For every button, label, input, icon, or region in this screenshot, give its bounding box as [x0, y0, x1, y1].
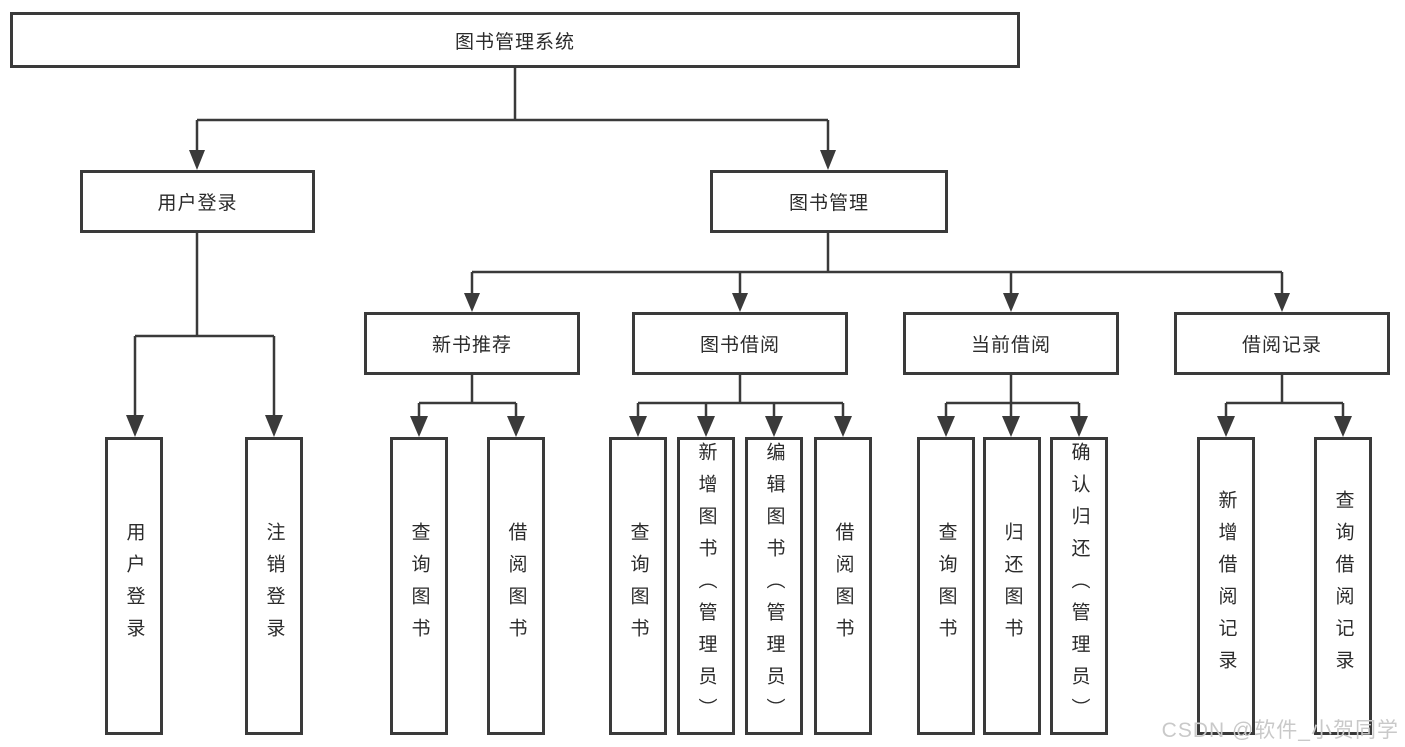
leaf-confirm-return-admin-label: 确认归还（管理员） [1068, 442, 1090, 730]
leaf-return-book: 归还图书 [983, 437, 1041, 735]
node-book-borrowing-label: 图书借阅 [699, 335, 780, 356]
node-book-management: 图书管理 [710, 170, 948, 233]
node-new-book-recommend-label: 新书推荐 [431, 335, 512, 356]
leaf-query-book-current-label: 查询图书 [935, 522, 957, 650]
leaf-confirm-return-admin: 确认归还（管理员） [1050, 437, 1108, 735]
leaf-logout: 注销登录 [245, 437, 303, 735]
leaf-logout-label: 注销登录 [263, 522, 285, 650]
arrowhead-user-login [189, 150, 205, 170]
leaf-query-book-recommend: 查询图书 [390, 437, 448, 735]
node-book-management-label: 图书管理 [788, 193, 869, 214]
leaf-add-borrow-record-label: 新增借阅记录 [1215, 490, 1237, 682]
leaf-borrow-book-recommend: 借阅图书 [487, 437, 545, 735]
arrowhead-book-mgmt [820, 150, 836, 170]
leaf-borrow-book-recommend-label: 借阅图书 [505, 522, 527, 650]
leaf-borrow-book-label: 借阅图书 [832, 522, 854, 650]
node-user-login-label: 用户登录 [157, 193, 238, 214]
node-current-borrowing: 当前借阅 [903, 312, 1119, 375]
node-current-borrowing-label: 当前借阅 [970, 335, 1051, 356]
csdn-watermark: CSDN @软件_小贺同学 [1161, 719, 1399, 742]
leaf-borrow-book: 借阅图书 [814, 437, 872, 735]
leaf-query-book-recommend-label: 查询图书 [408, 522, 430, 650]
leaf-edit-book-admin-label: 编辑图书（管理员） [763, 442, 785, 730]
node-new-book-recommend: 新书推荐 [364, 312, 580, 375]
node-user-login: 用户登录 [80, 170, 315, 233]
node-root-label: 图书管理系统 [454, 31, 575, 53]
leaf-query-borrow-record-label: 查询借阅记录 [1332, 490, 1354, 682]
leaf-user-login: 用户登录 [105, 437, 163, 735]
leaf-add-book-admin-label: 新增图书（管理员） [695, 442, 717, 730]
leaf-return-book-label: 归还图书 [1001, 522, 1023, 650]
leaf-user-login-label: 用户登录 [123, 522, 145, 650]
node-borrow-records-label: 借阅记录 [1241, 335, 1322, 356]
leaf-query-book-current: 查询图书 [917, 437, 975, 735]
leaf-query-book-borrow-label: 查询图书 [627, 522, 649, 650]
leaf-query-book-borrow: 查询图书 [609, 437, 667, 735]
node-root: 图书管理系统 [10, 12, 1020, 68]
leaf-query-borrow-record: 查询借阅记录 [1314, 437, 1372, 735]
node-book-borrowing: 图书借阅 [632, 312, 848, 375]
leaf-add-borrow-record: 新增借阅记录 [1197, 437, 1255, 735]
node-borrow-records: 借阅记录 [1174, 312, 1390, 375]
leaf-edit-book-admin: 编辑图书（管理员） [745, 437, 803, 735]
leaf-add-book-admin: 新增图书（管理员） [677, 437, 735, 735]
